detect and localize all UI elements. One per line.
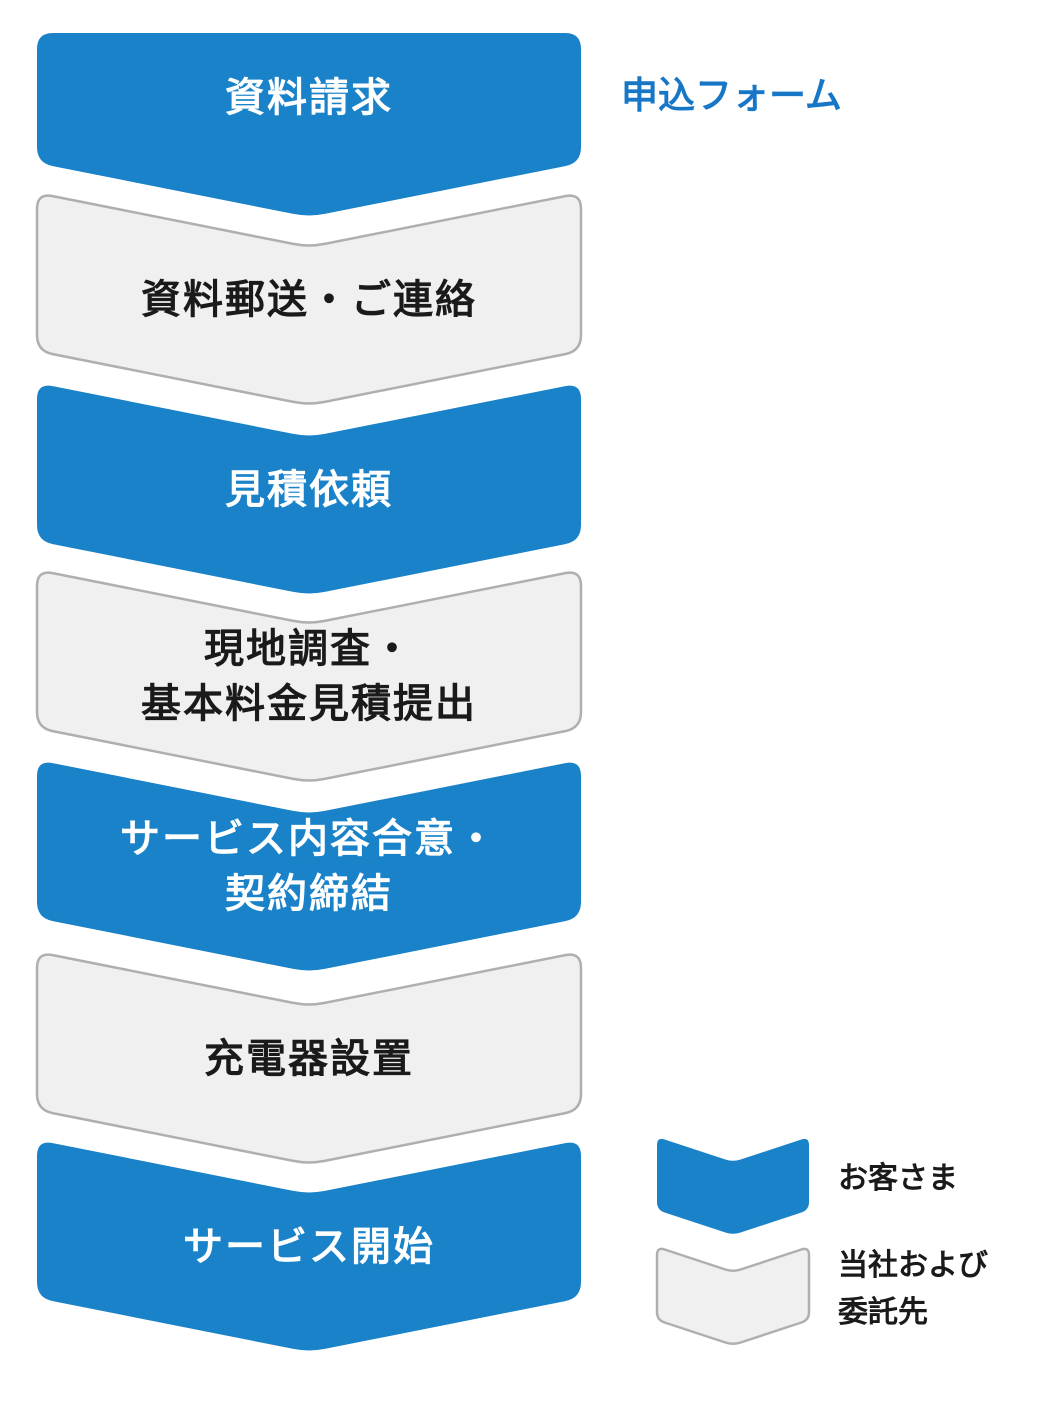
- legend-company-label: 当社および 委託先: [838, 1242, 988, 1336]
- chevron-shape: [35, 953, 583, 1164]
- chevron-shape: [37, 385, 581, 594]
- chevron-shape: [37, 33, 581, 216]
- legend-customer-label: お客さま: [838, 1162, 958, 1195]
- legend-company-label-line2: 委託先: [838, 1296, 928, 1329]
- legend-customer-icon: [657, 1137, 809, 1235]
- chevron-shape: [37, 1142, 581, 1351]
- chevron-shape: [35, 571, 583, 782]
- legend-company-icon: [655, 1247, 811, 1345]
- application-form-link[interactable]: 申込フォーム: [621, 75, 842, 116]
- chevron-shape: [35, 194, 583, 405]
- legend-company-label-line1: 当社および: [838, 1249, 988, 1282]
- chevron-shape: [37, 762, 581, 971]
